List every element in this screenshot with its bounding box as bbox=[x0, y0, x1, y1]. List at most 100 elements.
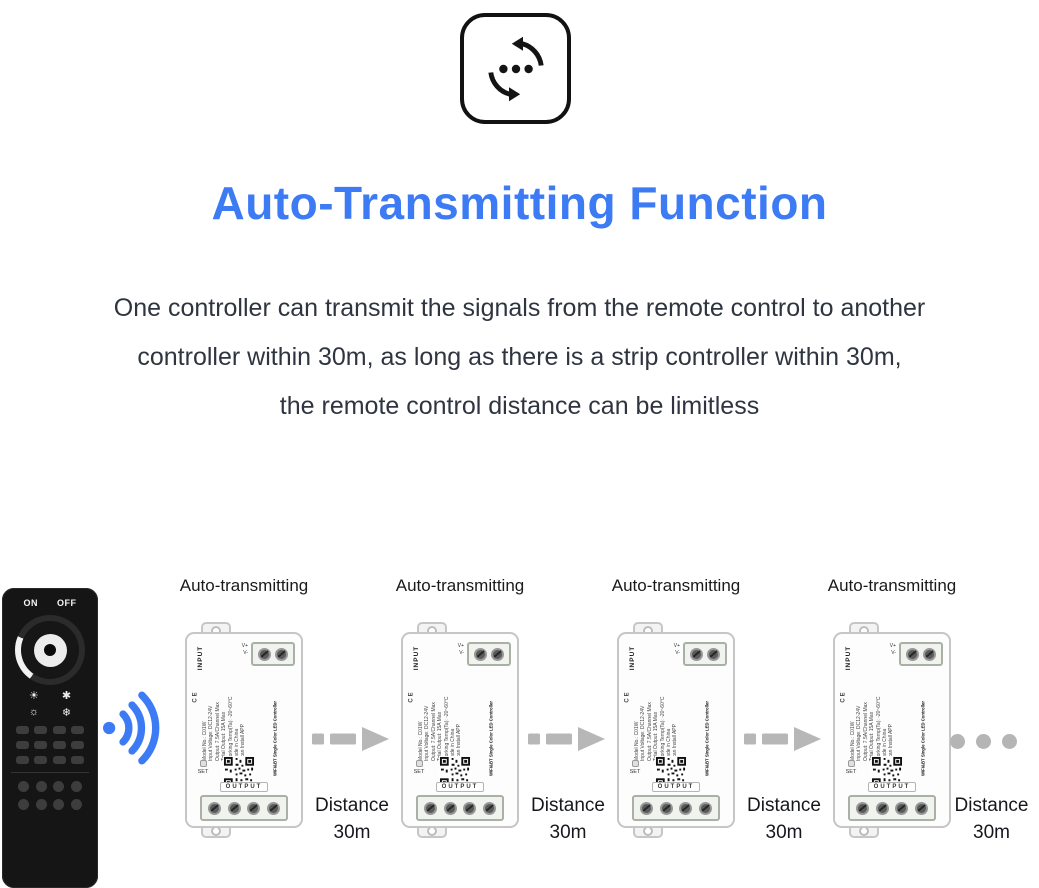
transmit-link-3: Distance 30m bbox=[734, 726, 834, 846]
remote-button-row bbox=[11, 726, 89, 734]
page-title: Auto-Transmitting Function bbox=[211, 177, 828, 229]
output-terminal bbox=[632, 795, 720, 821]
terminal-screw-icon bbox=[443, 801, 457, 815]
auto-transmitting-label: Auto-transmitting bbox=[611, 576, 741, 595]
remote-power-row: ON OFF bbox=[2, 588, 98, 608]
v-plus-label: V+ bbox=[457, 643, 464, 649]
zone-button bbox=[53, 781, 65, 792]
set-button-dot bbox=[415, 760, 423, 767]
auto-transmitting-label: Auto-transmitting bbox=[395, 576, 525, 595]
transmission-diagram: ON OFF ☀ ✱ ☼ ❄ bbox=[0, 570, 1039, 888]
mode-icon: ✱ bbox=[61, 690, 72, 702]
input-terminal bbox=[251, 642, 295, 666]
terminal-screw-icon bbox=[698, 801, 712, 815]
terminal-screw-icon bbox=[923, 647, 937, 661]
terminal-screw-icon bbox=[247, 801, 261, 815]
output-terminal bbox=[200, 795, 288, 821]
distance-value: 30m bbox=[333, 822, 371, 843]
remote-icon-row: ☼ ❄ bbox=[6, 706, 94, 719]
terminal-screw-icon bbox=[473, 647, 487, 661]
description-line-2: controller within 30m, as long as there … bbox=[137, 343, 902, 371]
input-terminal-markings: V+ V- bbox=[890, 643, 896, 656]
on-button: ON bbox=[23, 598, 38, 608]
output-terminal bbox=[848, 795, 936, 821]
off-button: OFF bbox=[57, 598, 77, 608]
v-minus-label: V- bbox=[891, 649, 896, 656]
auto-transmitting-label: Auto-transmitting bbox=[827, 576, 957, 595]
terminal-screw-icon bbox=[491, 647, 505, 661]
terminal-screw-icon bbox=[227, 801, 241, 815]
ellipsis-dot bbox=[950, 734, 965, 749]
product-title-text: WiFi&BT Single Color LED Controller bbox=[488, 700, 494, 777]
spec-text: Model No.: C01W Input Voltage: DC12-24V … bbox=[418, 657, 464, 761]
terminal-screw-icon bbox=[659, 801, 673, 815]
zone-button bbox=[71, 781, 83, 792]
terminal-screw-icon bbox=[895, 801, 909, 815]
certification-mark: CE bbox=[624, 690, 631, 703]
output-label: OUTPUT bbox=[651, 782, 701, 792]
v-plus-label: V+ bbox=[673, 643, 680, 649]
terminal-screw-icon bbox=[689, 647, 703, 661]
set-label: SET bbox=[413, 769, 425, 775]
terminal-screw-icon bbox=[856, 801, 870, 815]
controller-body: INPUT V+ V- CE Model No.: C01W Input Vol… bbox=[617, 632, 735, 828]
zone-button bbox=[17, 799, 29, 810]
spec-text: Model No.: C01W Input Voltage: DC12-24V … bbox=[634, 657, 680, 761]
wifi-signal-icon bbox=[96, 686, 178, 775]
spec-line: Scan Install APP bbox=[456, 724, 463, 761]
output-label-wrap: OUTPUT bbox=[187, 775, 301, 793]
terminal-screw-icon bbox=[424, 801, 438, 815]
auto-sync-icon bbox=[460, 13, 571, 124]
set-button-dot bbox=[631, 760, 639, 767]
remote-button bbox=[70, 726, 84, 734]
controller-body: INPUT V+ V- CE Model No.: C01W Input Vol… bbox=[833, 632, 951, 828]
distance-label: Distance 30m bbox=[302, 792, 402, 846]
set-button: SET bbox=[192, 760, 214, 775]
remote-control: ON OFF ☀ ✱ ☼ ❄ bbox=[2, 588, 98, 888]
spec-line: Scan Install APP bbox=[672, 724, 679, 761]
remote-button bbox=[16, 741, 30, 749]
remote-zone-row bbox=[11, 781, 89, 792]
spec-line: Scan Install APP bbox=[888, 724, 895, 761]
ellipsis-icon bbox=[950, 734, 1017, 749]
cool-icon: ❄ bbox=[61, 707, 72, 719]
description-line-3: the remote control distance can be limit… bbox=[279, 392, 760, 420]
distance-text: Distance bbox=[954, 795, 1029, 816]
output-label: OUTPUT bbox=[219, 782, 269, 792]
distance-text: Distance bbox=[531, 795, 605, 816]
remote-button bbox=[70, 756, 84, 764]
terminal-screw-icon bbox=[640, 801, 654, 815]
terminal-screw-icon bbox=[266, 801, 280, 815]
controller-group-3: Auto-transmitting INPUT V+ V- CE Model N… bbox=[610, 576, 742, 838]
transmit-arrow-icon bbox=[744, 727, 821, 751]
spec-line: Scan Install APP bbox=[240, 724, 247, 761]
transmit-arrow-icon bbox=[312, 727, 389, 751]
remote-button bbox=[52, 756, 66, 764]
terminal-screw-icon bbox=[905, 647, 919, 661]
auto-transmitting-label: Auto-transmitting bbox=[179, 576, 309, 595]
description: One controller can transmit the signals … bbox=[0, 284, 1039, 431]
product-title-text: WiFi&BT Single Color LED Controller bbox=[704, 700, 710, 777]
remote-button bbox=[52, 726, 66, 734]
set-button-dot bbox=[199, 760, 207, 767]
led-controller: INPUT V+ V- CE Model No.: C01W Input Vol… bbox=[185, 622, 303, 838]
controller-body: INPUT V+ V- CE Model No.: C01W Input Vol… bbox=[185, 632, 303, 828]
remote-button bbox=[34, 741, 48, 749]
distance-value: 30m bbox=[973, 822, 1010, 843]
output-label-wrap: OUTPUT bbox=[619, 775, 733, 793]
led-controller: INPUT V+ V- CE Model No.: C01W Input Vol… bbox=[617, 622, 735, 838]
remote-button bbox=[16, 726, 30, 734]
certification-mark: CE bbox=[192, 690, 199, 703]
dial-center-dot bbox=[44, 644, 56, 656]
remote-divider bbox=[11, 772, 89, 773]
output-label: OUTPUT bbox=[867, 782, 917, 792]
output-terminal bbox=[416, 795, 504, 821]
remote-button bbox=[52, 741, 66, 749]
ellipsis-dot bbox=[1002, 734, 1017, 749]
output-label-wrap: OUTPUT bbox=[403, 775, 517, 793]
transmit-link-2: Distance 30m bbox=[518, 726, 618, 846]
led-controller: INPUT V+ V- CE Model No.: C01W Input Vol… bbox=[833, 622, 951, 838]
terminal-screw-icon bbox=[275, 647, 289, 661]
distance-value: 30m bbox=[765, 822, 803, 843]
output-label: OUTPUT bbox=[435, 782, 485, 792]
